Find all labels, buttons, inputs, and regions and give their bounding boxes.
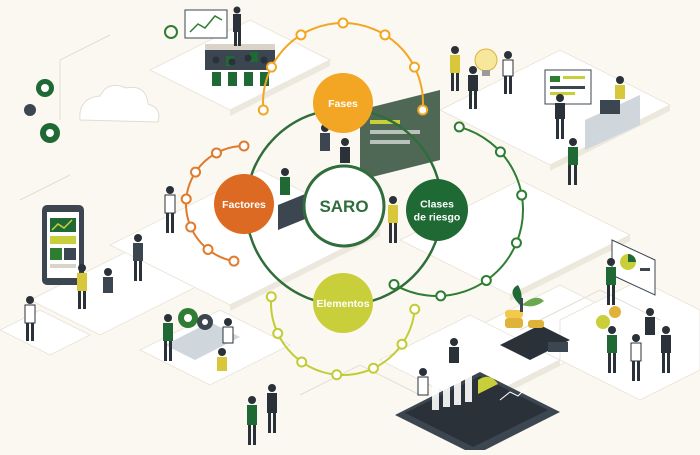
platform-edges	[230, 60, 670, 411]
orbit-dot-elementos	[396, 338, 408, 350]
orbit-dot-fases	[266, 61, 278, 73]
coins-plant-illustration	[500, 285, 621, 360]
dashboard-desk-illustration	[544, 69, 640, 185]
orbit-dot-elementos	[272, 327, 284, 339]
orbit-dot-fases	[295, 29, 307, 41]
node-label-fases: Fases	[328, 98, 358, 110]
node-label-line: de riesgo	[414, 212, 461, 224]
orbit-dot-clases	[494, 146, 506, 158]
orbit-dot-factores	[180, 193, 192, 205]
orbit-dot-clases	[510, 237, 522, 249]
orbit-dot-fases	[257, 104, 269, 116]
center-circle	[302, 164, 386, 248]
orbit-dot-clases	[516, 189, 528, 201]
orbit-dot-elementos	[296, 356, 308, 368]
orbit-dot-clases	[435, 290, 447, 302]
meeting-room-illustration	[164, 6, 275, 86]
orbit-dot-factores	[185, 221, 197, 233]
growth-chart-illustration	[395, 338, 560, 455]
map-pin-icon	[24, 79, 60, 143]
orbit-dot-fases	[379, 29, 391, 41]
node-clases	[406, 179, 468, 241]
gears-team-illustration	[163, 308, 240, 371]
node-label-line: Clases	[420, 199, 454, 211]
node-factores	[214, 174, 274, 234]
orbit-dot-factores	[238, 140, 250, 152]
node-label-factores: Factores	[222, 199, 266, 211]
orbit-dot-fases	[408, 61, 420, 73]
node-label-elementos: Elementos	[316, 298, 369, 310]
cloud-icon	[79, 84, 160, 123]
orbit-dot-elementos	[265, 291, 277, 303]
orbit-dot-elementos	[367, 362, 379, 374]
orbit-dot-clases	[388, 278, 400, 290]
orbit-dot-factores	[202, 243, 214, 255]
orbit-dot-clases	[453, 121, 465, 133]
orbit-dot-fases	[337, 17, 349, 29]
presentation-board-illustration	[606, 239, 671, 381]
center-label: SARO	[319, 197, 368, 216]
orbit-dot-factores	[228, 255, 240, 267]
handshake-illustration	[247, 384, 277, 445]
orbit-dot-factores	[190, 166, 202, 178]
lightbulb-idea-illustration	[450, 46, 514, 109]
orbit-dot-elementos	[331, 369, 343, 381]
node-elementos	[313, 273, 373, 333]
orbit-dot-clases	[480, 274, 492, 286]
orbit-dot-fases	[417, 104, 429, 116]
mobile-app-illustration	[24, 186, 176, 341]
decorative-lines	[19, 34, 661, 396]
orbit-dot-factores	[210, 147, 222, 159]
node-fases	[313, 73, 373, 133]
orbit-dot-elementos	[409, 303, 421, 315]
